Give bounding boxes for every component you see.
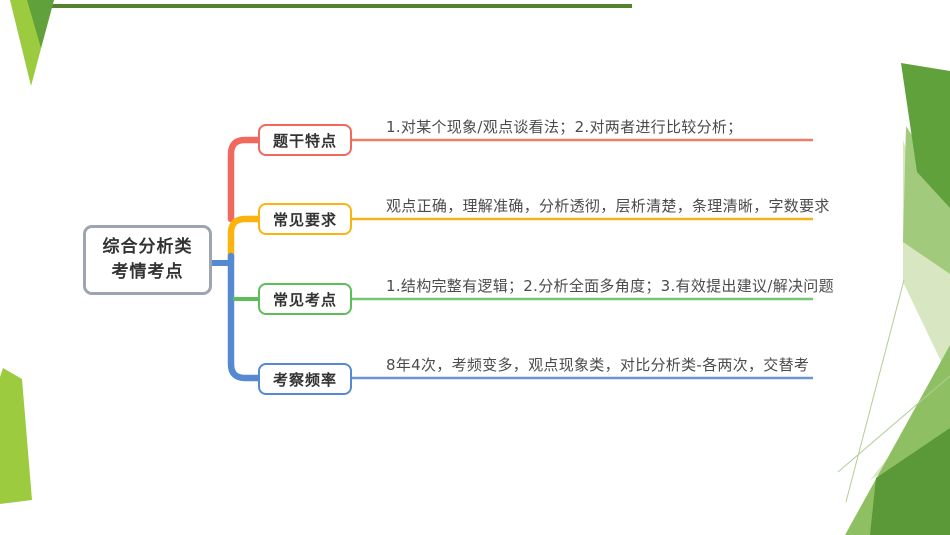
node-common-test-points: 常见考点 [258,283,352,315]
trunk-branch-yellow [227,215,258,258]
trunk-branch-red [227,136,262,223]
branch-detail-exam-frequency: 8年4次，考频变多，观点现象类，对比分析类-各两次，交替考 [386,356,810,374]
branch-detail-stem-features: 1.对某个现象/观点谈看法；2.对两者进行比较分析； [386,118,743,136]
right-lower-sail-dark [870,428,950,535]
node-exam-frequency-label: 考察频率 [272,370,337,389]
bottom-left-wedge [0,368,32,504]
node-common-requirements: 常见要求 [258,203,352,235]
branch-detail-common-test-points: 1.结构完整有逻辑；2.分析全面多角度；3.有效提出建议/解决问题 [386,277,834,295]
trunk-branch-blue [227,252,262,382]
top-left-ribbon-dark-icon [27,0,54,48]
root-node-label-line2: 考情考点 [111,262,184,282]
root-node-label-line1: 综合分析类 [102,237,193,257]
root-node: 综合分析类 考情考点 [83,225,212,295]
right-sail-dark [901,63,950,208]
right-sail-medium [903,126,950,274]
node-exam-frequency: 考察频率 [258,363,352,395]
node-common-requirements-label: 常见要求 [272,210,337,229]
right-hairline-1 [837,375,950,473]
node-common-test-points-label: 常见考点 [272,290,337,309]
top-accent-bar [35,4,632,8]
right-hairline-2 [845,279,905,503]
node-stem-features: 题干特点 [258,124,352,156]
node-stem-features-label: 题干特点 [272,131,337,150]
branch-detail-common-requirements: 观点正确，理解准确，分析透彻，层析清楚，条理清晰，字数要求 [386,197,830,215]
